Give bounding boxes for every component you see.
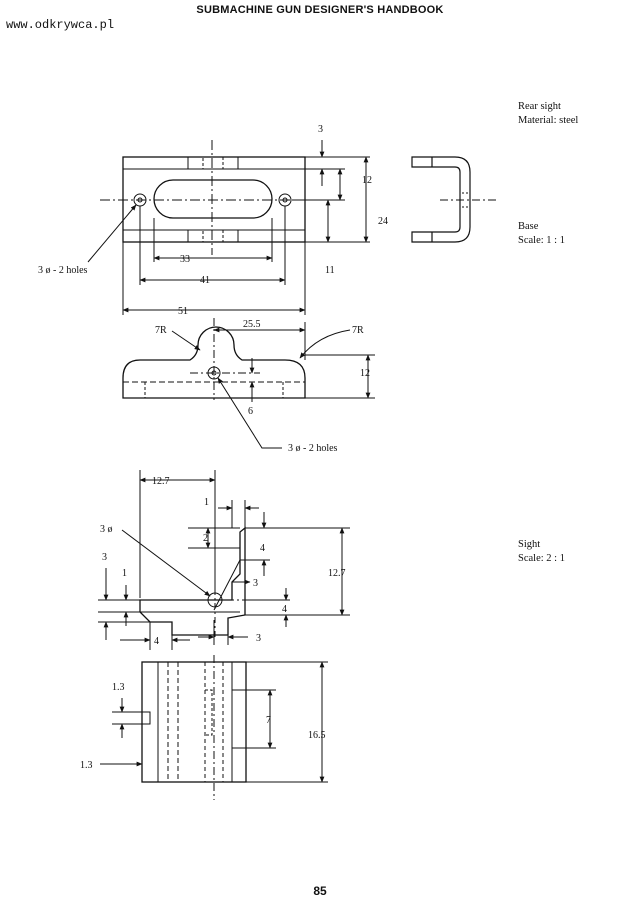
dim-4-a: 4 — [260, 543, 265, 554]
dim-24: 24 — [378, 216, 388, 227]
dim-12-7-v: 12.7 — [328, 568, 346, 579]
sight-front-view: 1.3 7 16.5 1.3 — [80, 655, 328, 800]
dim-3-bottom: 3 — [256, 633, 261, 644]
dim-11: 11 — [325, 265, 335, 276]
dim-12-side: 12 — [360, 368, 370, 379]
sight-side-view: 12.7 1 2 4 3 ø 12.7 — [98, 470, 350, 650]
r7-leader-right — [299, 329, 351, 359]
rear-sight-title: Rear sight — [518, 101, 561, 112]
dim-16-5: 16.5 — [308, 730, 326, 741]
dim-3-mid: 3 — [253, 578, 258, 589]
dim-3-top: 3 — [318, 124, 323, 135]
base-slot — [153, 179, 273, 219]
sight-note: Sight Scale: 2 : 1 — [518, 538, 565, 566]
dim-7r-right: 7R — [352, 325, 364, 336]
dim-12: 12 — [362, 175, 372, 186]
r7-leader-left — [171, 330, 201, 351]
dim-3-left: 3 — [102, 552, 107, 563]
base-scale-label: Scale: 1 : 1 — [518, 235, 565, 246]
dim-25-5: 25.5 — [243, 319, 261, 330]
page-header: SUBMACHINE GUN DESIGNER'S HANDBOOK — [196, 4, 444, 16]
dim-2: 2 — [203, 533, 208, 544]
dim-51: 51 — [178, 306, 188, 317]
holes-label-a: 3 ø - 2 holes — [38, 265, 88, 276]
dim-12-7-h: 12.7 — [152, 476, 170, 487]
base-top-view: 3 12 24 11 33 41 51 — [38, 124, 388, 317]
dim-1-left: 1 — [122, 568, 127, 579]
dim-4-bottom: 4 — [154, 636, 159, 647]
dim-3-phi: 3 ø — [100, 524, 113, 535]
dim-33: 33 — [180, 254, 190, 265]
dim-1-3-b: 1.3 — [80, 760, 93, 771]
rear-sight-u-profile — [411, 156, 471, 243]
base-note: Base Scale: 1 : 1 — [518, 220, 565, 248]
material-label: Material: steel — [518, 115, 579, 126]
dim-1-3-a: 1.3 — [112, 682, 125, 693]
dim-4-mid: 4 — [282, 604, 287, 615]
base-notch-bottom — [202, 229, 224, 243]
base-side-outline — [122, 326, 306, 399]
base-hole-right-inner — [282, 197, 288, 203]
holes-label-b: 3 ø - 2 holes — [288, 443, 338, 454]
base-title: Base — [518, 221, 539, 232]
watermark-text: www.odkrywca.pl — [6, 18, 115, 32]
dim-6: 6 — [248, 406, 253, 417]
rear-sight-end-view — [411, 156, 498, 243]
base-notch-top — [202, 156, 224, 170]
page-number: 85 — [313, 884, 327, 898]
sight-title: Sight — [518, 539, 541, 550]
dim-7: 7 — [266, 715, 271, 726]
dim-41: 41 — [200, 275, 210, 286]
sight-outline — [139, 526, 246, 636]
dim-7r-left: 7R — [155, 325, 167, 336]
dim-1-a: 1 — [204, 497, 209, 508]
phi-leader — [121, 529, 211, 597]
base-hole-left-inner — [137, 197, 143, 203]
rear-sight-note: Rear sight Material: steel — [518, 100, 578, 128]
sight-scale-label: Scale: 2 : 1 — [518, 553, 565, 564]
sight-front-outline — [141, 661, 247, 783]
sight-slope-inner — [213, 559, 241, 611]
holes-leader-b — [217, 377, 282, 449]
front-slot — [205, 689, 213, 736]
base-side-view: 7R 7R 25.5 12 6 3 ø - 2 holes — [122, 318, 375, 454]
holes-leader-a — [87, 204, 137, 263]
front-notch — [142, 711, 151, 725]
